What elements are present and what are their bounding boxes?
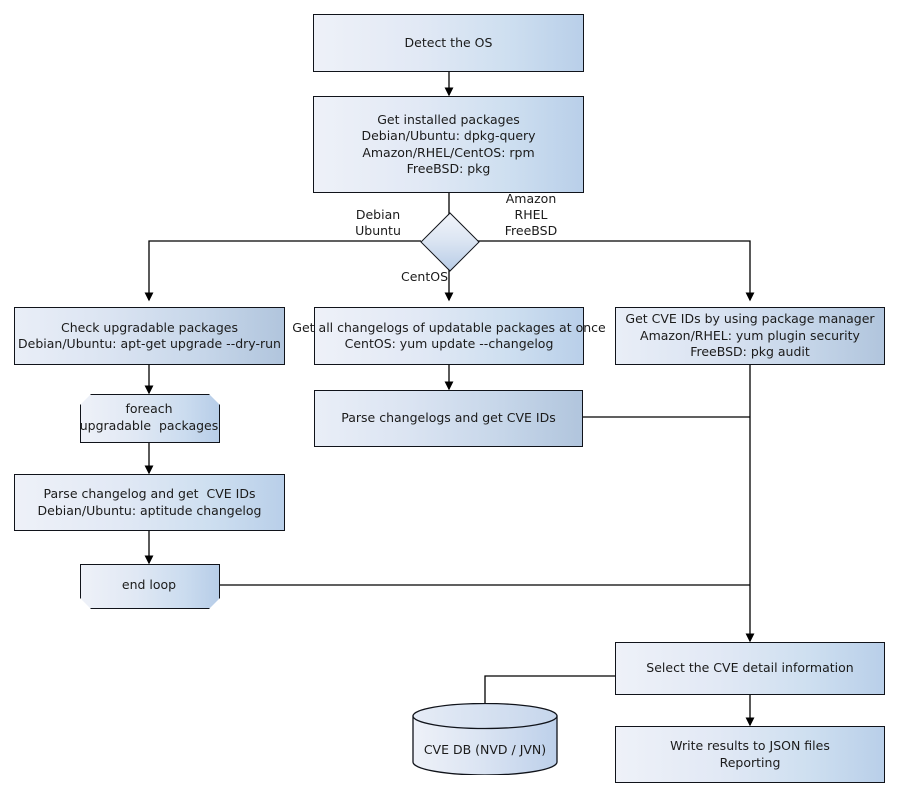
node-cve-database[interactable]: CVE DB (NVD / JVN) <box>412 702 558 776</box>
node-check-upgradable-packages[interactable]: Check upgradable packages Debian/Ubuntu:… <box>14 307 285 365</box>
node-get-installed-packages[interactable]: Get installed packages Debian/Ubuntu: dp… <box>313 96 584 193</box>
node-select-cve-detail[interactable]: Select the CVE detail information <box>615 642 885 695</box>
edge-label-centos: CentOS <box>400 269 448 284</box>
node-foreach-loop-start[interactable]: foreach upgradable packages <box>80 394 218 441</box>
node-parse-changelogs-bulk[interactable]: Parse changelogs and get CVE IDs <box>314 390 583 447</box>
node-detect-os[interactable]: Detect the OS <box>313 14 584 72</box>
node-get-all-changelogs[interactable] <box>314 307 584 365</box>
edge-decision-left <box>144 240 421 302</box>
edge-select-to-database <box>484 675 616 710</box>
database-cylinder-icon <box>412 702 558 776</box>
node-parse-changelog-single[interactable]: Parse changelog and get CVE IDs Debian/U… <box>14 474 285 531</box>
cve-database-label: CVE DB (NVD / JVN) <box>423 741 547 757</box>
node-end-loop[interactable]: end loop <box>80 564 218 607</box>
loop-end-shape <box>80 564 220 609</box>
node-get-cve-ids-package-manager[interactable]: Get CVE IDs by using package manager Ama… <box>615 307 885 365</box>
edge-label-debian-ubuntu: Debian Ubuntu <box>355 207 401 238</box>
loop-start-shape <box>80 394 220 443</box>
node-write-results[interactable]: Write results to JSON files Reporting <box>615 726 885 783</box>
foreach-loop-label: foreach upgradable packages <box>79 401 219 433</box>
end-loop-label: end loop <box>121 577 177 593</box>
edge-decision-right <box>477 240 755 302</box>
edge-label-amazon-rhel-freebsd: Amazon RHEL FreeBSD <box>504 191 558 238</box>
